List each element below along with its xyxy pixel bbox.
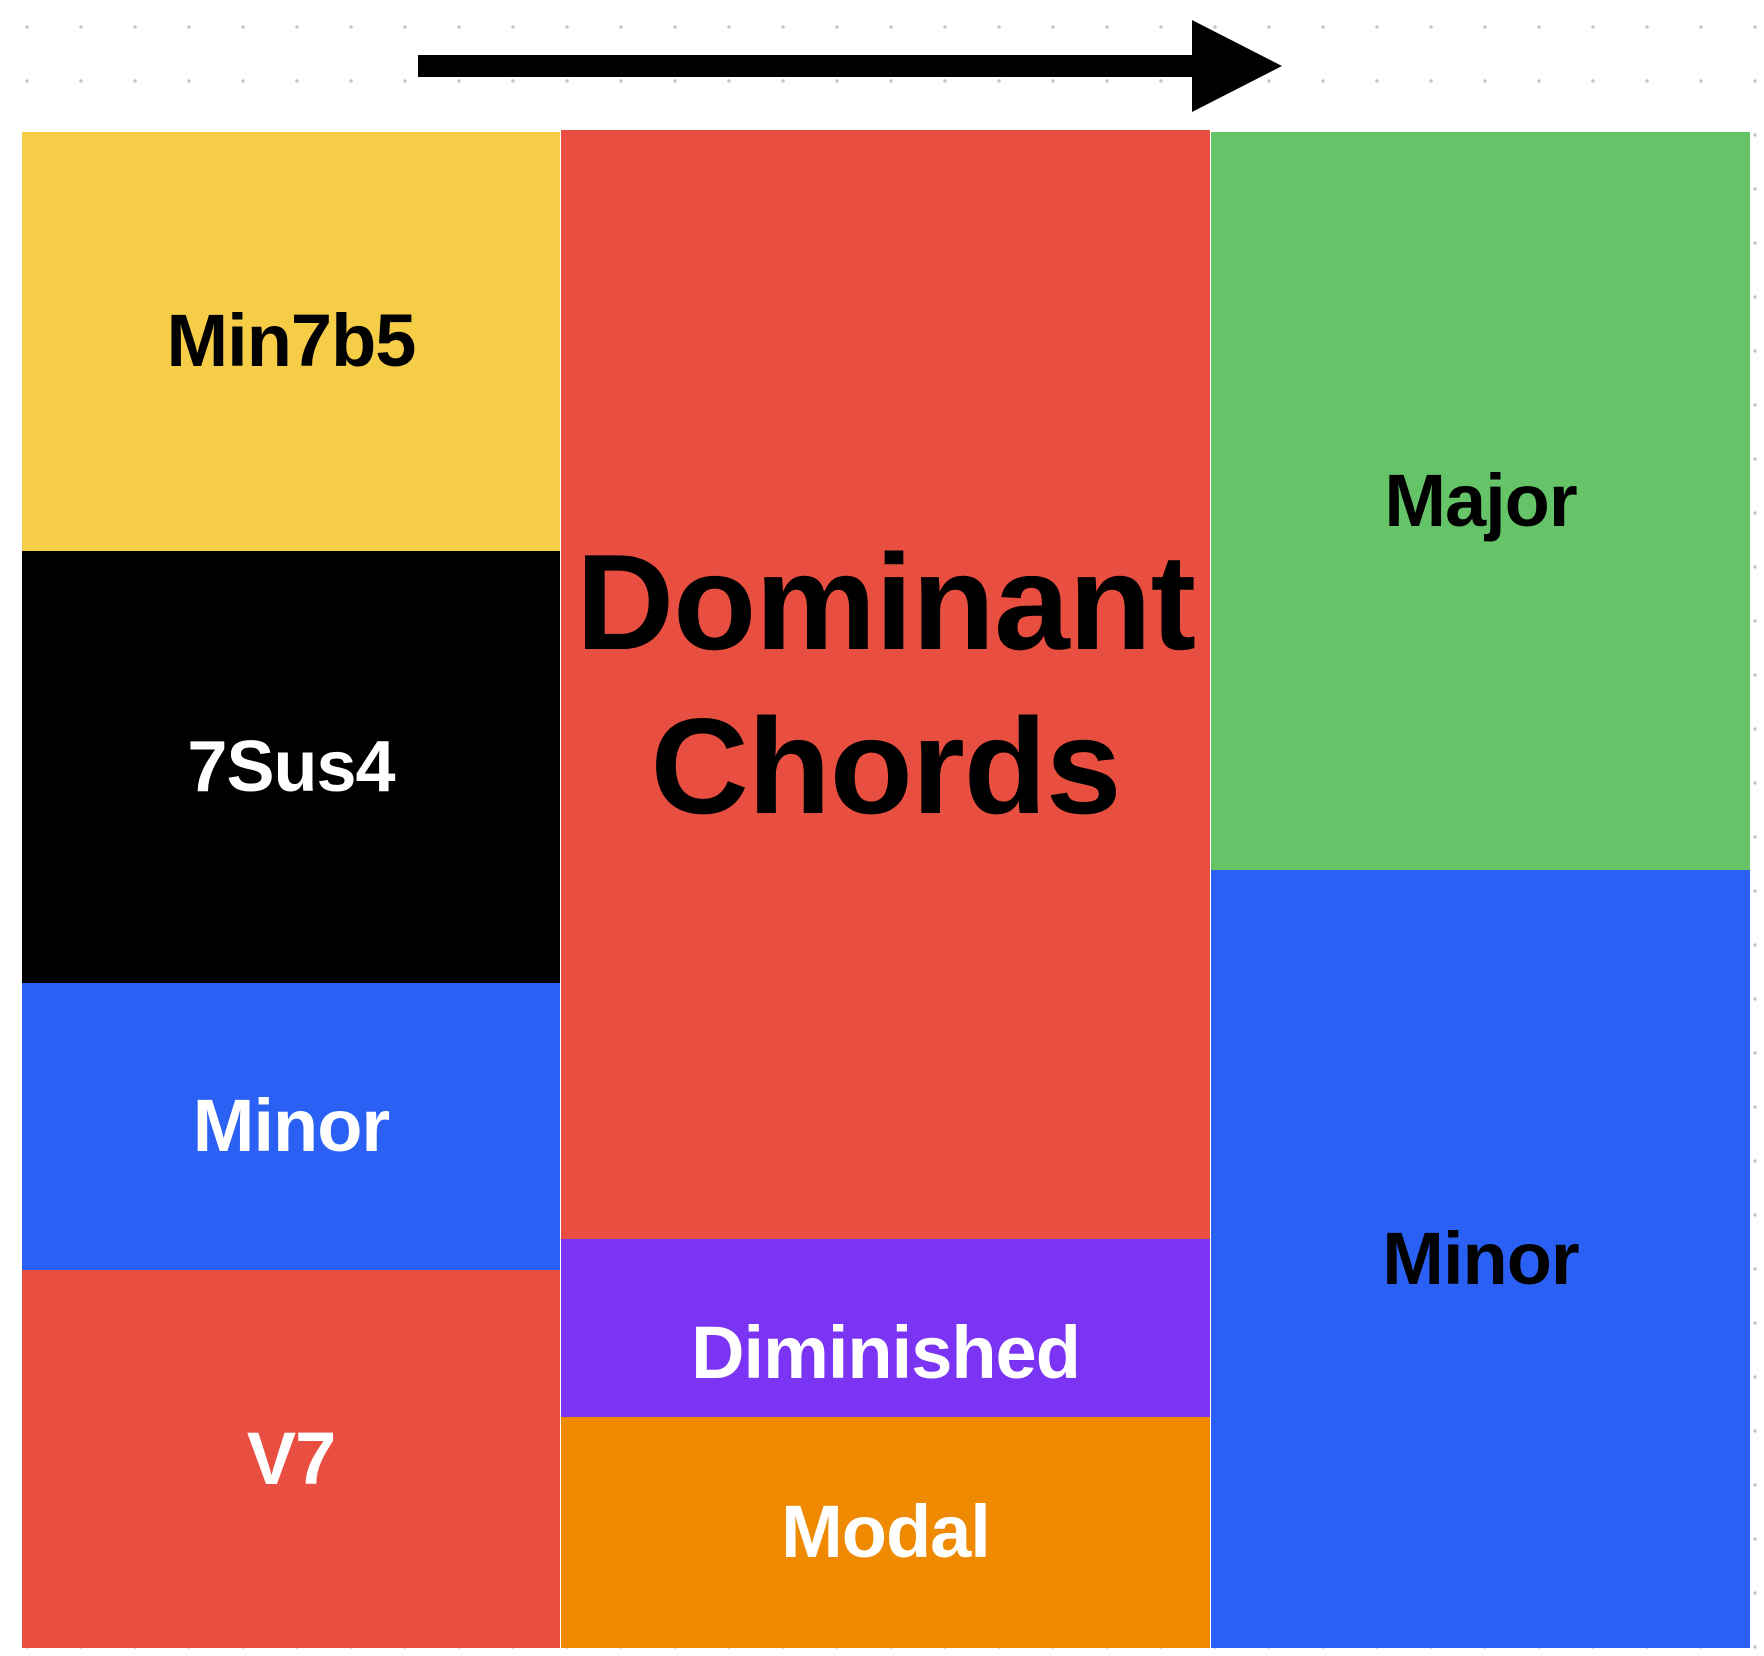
block-major: Major	[1211, 132, 1750, 870]
block-min7b5: Min7b5	[22, 132, 560, 551]
block-7sus4: 7Sus4	[22, 551, 560, 983]
block-modal: Modal	[561, 1417, 1210, 1648]
block-v7: V7	[22, 1270, 560, 1648]
dominant-title-line1: Dominant	[575, 526, 1196, 679]
block-7sus4-label: 7Sus4	[187, 726, 395, 807]
block-major-label: Major	[1384, 458, 1577, 542]
block-minor-right: Minor	[1211, 870, 1750, 1648]
arrow-shaft	[418, 55, 1202, 77]
block-diminished-label: Diminished	[691, 1310, 1081, 1394]
block-v7-label: V7	[246, 1416, 337, 1500]
arrow-head	[1192, 20, 1282, 112]
dominant-title-line2: Chords	[650, 689, 1122, 842]
block-minor-right-label: Minor	[1382, 1216, 1579, 1300]
block-diminished: Diminished	[561, 1239, 1210, 1417]
progression-arrow	[418, 20, 1282, 112]
block-modal-label: Modal	[781, 1490, 991, 1574]
block-minor-left-label: Minor	[192, 1084, 390, 1168]
block-minor-left: Minor	[22, 983, 560, 1270]
block-dominant-chords: Dominant Chords	[561, 130, 1210, 1239]
block-min7b5-label: Min7b5	[166, 299, 417, 383]
